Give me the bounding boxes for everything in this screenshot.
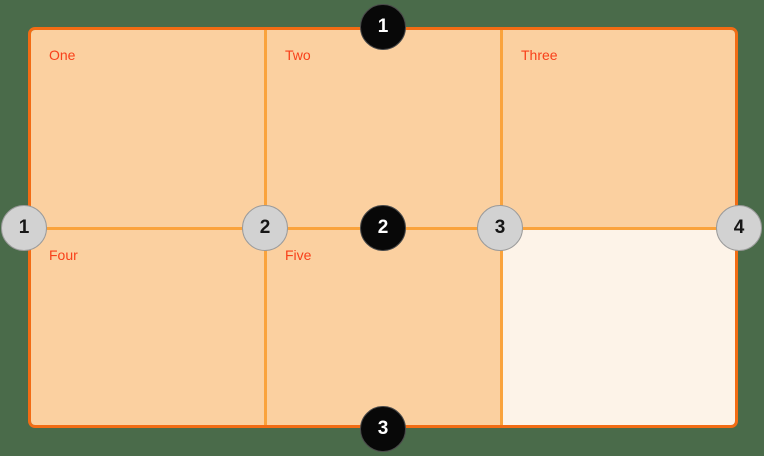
row-marker-2-label: 2 bbox=[377, 217, 389, 238]
grid-cell-empty[interactable] bbox=[503, 230, 735, 425]
column-marker-1[interactable]: 1 bbox=[1, 205, 47, 251]
column-marker-1-label: 1 bbox=[18, 217, 30, 238]
grid-container: One Two Three Four Five bbox=[28, 27, 738, 428]
grid-cell-two-label: Two bbox=[285, 47, 311, 63]
column-marker-4[interactable]: 4 bbox=[716, 205, 762, 251]
grid-cell-five[interactable]: Five bbox=[267, 230, 503, 425]
grid-cell-one[interactable]: One bbox=[31, 30, 267, 230]
row-marker-1[interactable]: 1 bbox=[360, 4, 406, 50]
column-marker-4-label: 4 bbox=[733, 217, 745, 238]
column-marker-2[interactable]: 2 bbox=[242, 205, 288, 251]
column-marker-2-label: 2 bbox=[259, 217, 271, 238]
row-marker-2[interactable]: 2 bbox=[360, 205, 406, 251]
row-marker-3-label: 3 bbox=[377, 418, 389, 439]
grid-cell-four-label: Four bbox=[49, 247, 78, 263]
column-marker-3[interactable]: 3 bbox=[477, 205, 523, 251]
grid-cell-three[interactable]: Three bbox=[503, 30, 735, 230]
grid-cell-five-label: Five bbox=[285, 247, 312, 263]
column-marker-3-label: 3 bbox=[494, 217, 506, 238]
grid-cell-two[interactable]: Two bbox=[267, 30, 503, 230]
grid-cell-one-label: One bbox=[49, 47, 76, 63]
row-marker-1-label: 1 bbox=[377, 16, 389, 37]
grid-cell-three-label: Three bbox=[521, 47, 558, 63]
grid-cell-four[interactable]: Four bbox=[31, 230, 267, 425]
row-marker-3[interactable]: 3 bbox=[360, 406, 406, 452]
